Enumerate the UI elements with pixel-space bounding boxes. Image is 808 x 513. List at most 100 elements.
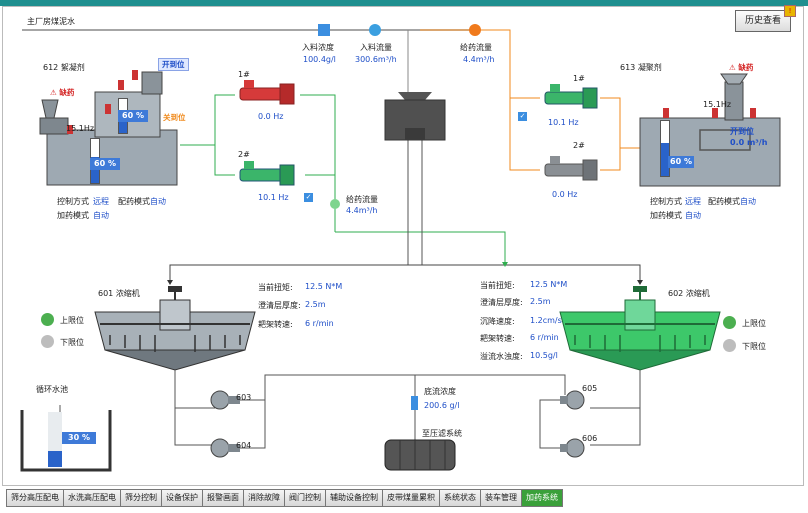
- pool-pct: 30 %: [62, 432, 96, 444]
- dose-flow-label: 给药流量: [460, 43, 492, 52]
- underflow-value: 200.6 g/l: [424, 401, 460, 410]
- tab-valve-control[interactable]: 阀门控制: [285, 489, 326, 507]
- t602-settle-label: 沉降速度:: [480, 317, 515, 326]
- left-ctrl-mode-value: 远程: [93, 197, 109, 206]
- left-pump2-freq: 10.1 Hz: [258, 193, 289, 202]
- alert-badge-icon: !: [784, 5, 796, 17]
- t601-torque-label: 当前扭矩:: [258, 283, 293, 292]
- right-ctrl-mode-value: 远程: [685, 197, 701, 206]
- right-level: [660, 120, 670, 177]
- t601-clear-value: 2.5m: [305, 300, 326, 309]
- filter-press-label: 至压滤系统: [422, 429, 462, 438]
- t601-upper-indicator: [41, 313, 54, 326]
- pump-left-2: [239, 161, 295, 186]
- inflow-flow-label: 入料流量: [360, 43, 392, 52]
- right-dose-mode-value: 自动: [685, 211, 701, 220]
- dose-flow-meter: [469, 24, 481, 36]
- diagram-frame: [2, 6, 804, 486]
- inflow-conc-value: 100.4g/l: [303, 55, 336, 64]
- tab-belt-coal[interactable]: 皮带煤量累积: [383, 489, 440, 507]
- pump-604-label: 604: [236, 441, 252, 450]
- pump-left-1: [239, 80, 295, 105]
- inflow-conc-meter: [318, 24, 330, 36]
- thickener-601-title: 601 浓缩机: [98, 289, 140, 298]
- t601-rake-value: 6 r/min: [305, 319, 334, 328]
- tab-screen-control[interactable]: 筛分控制: [121, 489, 162, 507]
- left-pump1-freq: 0.0 Hz: [258, 112, 284, 121]
- t602-overflow-value: 10.5g/l: [530, 351, 558, 360]
- t602-torque-value: 12.5 N*M: [530, 280, 568, 289]
- right-level-fill: [661, 143, 669, 176]
- t602-rake-label: 耙架转速:: [480, 334, 515, 343]
- pool-title: 循环水池: [36, 385, 68, 394]
- left-dose-mode-label: 加药模式: [57, 211, 89, 220]
- right-ctrl-mode-label: 控制方式: [650, 197, 682, 206]
- right-freq: 15.1Hz: [703, 100, 732, 109]
- right-pump2-id: 2#: [573, 141, 585, 150]
- pump-right-2: [544, 156, 598, 181]
- right-pct: 60 %: [668, 156, 694, 168]
- t601-torque-value: 12.5 N*M: [305, 282, 343, 291]
- pump-606-label: 606: [582, 434, 598, 443]
- tab-system-status[interactable]: 系统状态: [440, 489, 481, 507]
- left-mix-mode-value: 自动: [150, 197, 166, 206]
- tab-alarm[interactable]: 报警画面: [203, 489, 244, 507]
- left-pump2-id: 2#: [238, 150, 250, 159]
- pool-level: [48, 412, 62, 467]
- right-unit-title: 613 凝聚剂: [620, 63, 662, 72]
- mid-dose-label: 给药流量: [346, 195, 378, 204]
- thickener-601-drawing: [94, 286, 256, 405]
- t601-upper-label: 上限位: [60, 316, 84, 325]
- left-upper-pct: 60 %: [118, 110, 148, 122]
- left-open-tag: 开到位: [158, 58, 189, 71]
- tab-loading[interactable]: 装车管理: [481, 489, 522, 507]
- mid-dose-value: 4.4m³/h: [346, 206, 378, 215]
- t601-clear-label: 澄清层厚度:: [258, 301, 301, 310]
- history-view-button[interactable]: 历史查看 !: [735, 5, 796, 32]
- pool-level-fill: [48, 450, 62, 467]
- pump-605: [560, 390, 585, 410]
- t602-upper-indicator: [723, 316, 736, 329]
- left-pump1-id: 1#: [238, 70, 250, 79]
- right-pump1-check-icon[interactable]: ✓: [518, 112, 527, 121]
- t602-lower-label: 下限位: [742, 342, 766, 351]
- pump-603: [210, 390, 240, 410]
- left-lack-label: 缺药: [59, 88, 75, 97]
- t602-rake-value: 6 r/min: [530, 333, 559, 342]
- left-mix-mode-label: 配药模式: [118, 197, 150, 206]
- right-flow: 0.0 m³/h: [730, 138, 768, 147]
- inflow-flow-value: 300.6m³/h: [355, 55, 397, 64]
- left-close-tag: 关到位: [163, 113, 186, 122]
- t602-clear-value: 2.5m: [530, 297, 551, 306]
- tab-clear-fault[interactable]: 消除故障: [244, 489, 285, 507]
- t602-overflow-label: 溢流水浊度:: [480, 352, 523, 361]
- left-pump2-check-icon[interactable]: ✓: [304, 193, 313, 202]
- right-dose-mode-label: 加药模式: [650, 211, 682, 220]
- left-unit-title: 612 絮凝剂: [43, 63, 85, 72]
- right-pump1-freq: 10.1 Hz: [548, 118, 579, 127]
- tab-equipment-protection[interactable]: 设备保护: [162, 489, 203, 507]
- mixer-hopper: [398, 92, 432, 100]
- left-ctrl-mode-label: 控制方式: [57, 197, 89, 206]
- inflow-flow-meter: [369, 24, 381, 36]
- main-pipe-label: 主厂房煤泥水: [27, 17, 75, 26]
- pump-603-label: 603: [236, 393, 252, 402]
- inflow-conc-label: 入料浓度: [302, 43, 334, 52]
- filter-press-drawing: [384, 439, 456, 471]
- nav-tabs: 筛分高压配电 水洗高压配电 筛分控制 设备保护 报警画面 消除故障 阀门控制 辅…: [6, 489, 563, 507]
- dose-flow-value: 4.4m³/h: [463, 55, 495, 64]
- tab-dosing-system[interactable]: 加药系统: [522, 489, 563, 507]
- tab-wash-hv[interactable]: 水洗高压配电: [64, 489, 121, 507]
- green-dose-line: [180, 94, 235, 146]
- t601-rake-label: 耙架转速:: [258, 320, 293, 329]
- right-mix-mode-value: 自动: [740, 197, 756, 206]
- tab-aux-control[interactable]: 辅助设备控制: [326, 489, 383, 507]
- left-dose-mode-value: 自动: [93, 211, 109, 220]
- right-pump2-freq: 0.0 Hz: [552, 190, 578, 199]
- tab-screen-hv[interactable]: 筛分高压配电: [6, 489, 64, 507]
- right-pump1-id: 1#: [573, 74, 585, 83]
- t602-lower-indicator: [723, 339, 736, 352]
- t602-torque-label: 当前扭矩:: [480, 281, 515, 290]
- pump-606: [560, 438, 585, 458]
